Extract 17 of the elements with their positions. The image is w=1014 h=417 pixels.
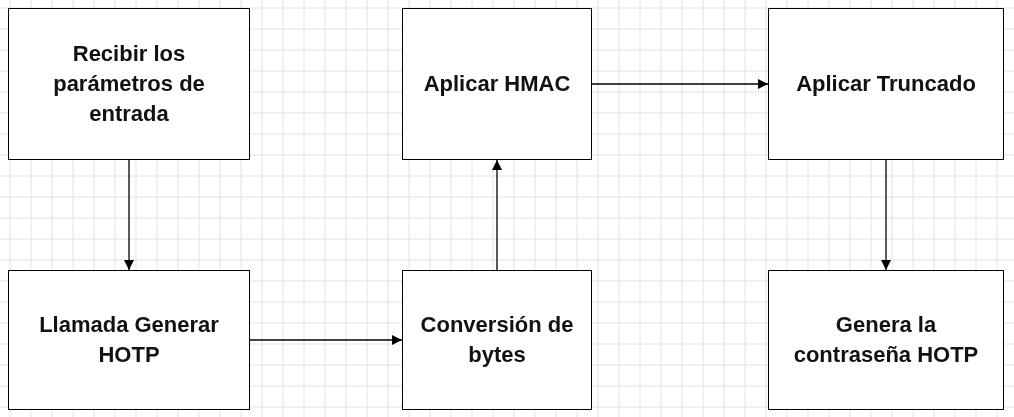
step-label: Recibir los parámetros de entrada [52,40,206,128]
arrow [881,159,891,271]
process-box [8,270,250,410]
step-label: Aplicar Truncado [795,70,977,98]
arrow [591,79,769,89]
process-box [768,270,1004,410]
process-box [402,270,592,410]
step-label: Conversión de bytes [419,311,575,369]
arrow [124,159,134,271]
process-box [402,8,592,160]
process-box [768,8,1004,160]
process-box [8,8,250,160]
step-label: Llamada Generar HOTP [38,311,220,369]
arrow [492,159,502,271]
step-label: Aplicar HMAC [422,70,572,98]
arrow [249,335,403,345]
step-label: Genera la contraseña HOTP [792,311,980,369]
